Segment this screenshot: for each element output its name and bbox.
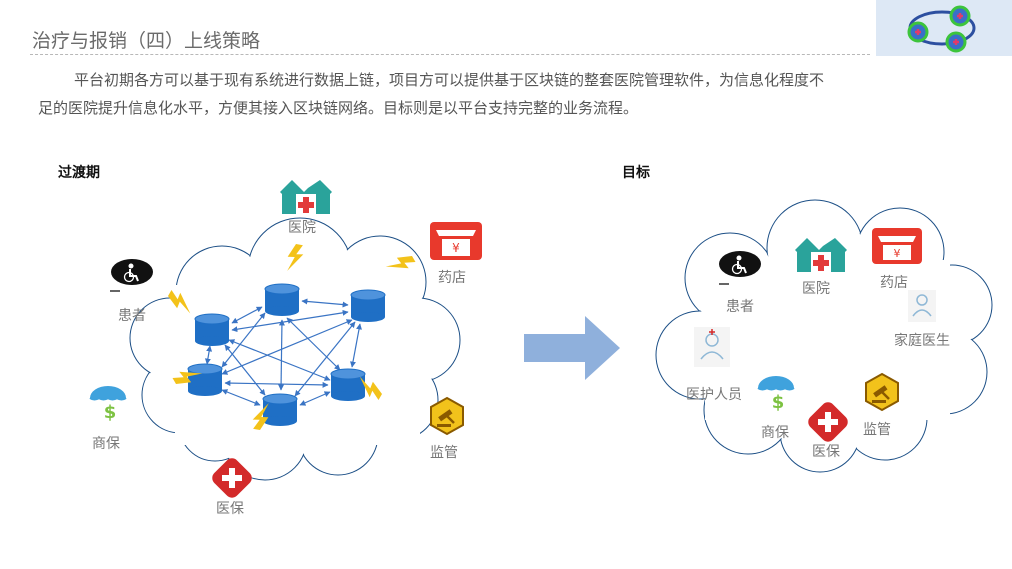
target-commercial-insurance-label: 商保 bbox=[761, 425, 789, 441]
target-hospital-label: 医院 bbox=[802, 281, 830, 297]
hospital-icon bbox=[280, 180, 332, 214]
transition-medical-insurance-label: 医保 bbox=[216, 501, 244, 517]
target-regulator-label: 监管 bbox=[863, 422, 891, 438]
medical-cross-icon bbox=[808, 402, 848, 442]
corner-network-graphic bbox=[876, 0, 1012, 56]
target-patient-label: 患者 bbox=[726, 299, 754, 315]
target-medical-staff-label: 医护人员 bbox=[686, 387, 742, 403]
target-heading: 目标 bbox=[622, 165, 650, 181]
intro-paragraph: 平台初期各方可以基于现有系统进行数据上链，项目方可以提供基于区块链的整套医院管理… bbox=[38, 66, 989, 122]
patient-wheelchair-icon bbox=[111, 259, 153, 285]
target-medical-insurance-label: 医保 bbox=[812, 444, 840, 460]
transition-regulator-label: 监管 bbox=[430, 445, 458, 461]
target-pharmacy-label: 药店 bbox=[880, 275, 908, 291]
medical-cross-icon bbox=[212, 458, 252, 498]
node-links bbox=[204, 298, 362, 406]
svg-text:¥: ¥ bbox=[894, 247, 901, 260]
transition-hospital-label: 医院 bbox=[288, 220, 316, 236]
svg-text:$: $ bbox=[104, 402, 117, 423]
title-divider bbox=[30, 54, 870, 55]
doctor-icon bbox=[908, 290, 936, 322]
intro-line-1: 平台初期各方可以基于现有系统进行数据上链，项目方可以提供基于区块链的整套医院管理… bbox=[74, 71, 825, 89]
gavel-icon bbox=[865, 372, 899, 412]
umbrella-dollar-icon: $ bbox=[757, 376, 795, 413]
intro-line-2: 足的医院提升信息化水平，方便其接入区块链网络。目标则是以平台支持完整的业务流程。 bbox=[38, 99, 639, 117]
hospital-icon bbox=[795, 238, 847, 272]
right-arrow-icon bbox=[524, 316, 620, 380]
pharmacy-icon: ¥ bbox=[872, 228, 922, 264]
doctor-icon bbox=[694, 327, 730, 367]
target-family-doctor-label: 家庭医生 bbox=[894, 332, 950, 349]
transition-heading: 过渡期 bbox=[58, 165, 100, 181]
patient-wheelchair-icon bbox=[719, 251, 761, 277]
transition-patient-label: 患者 bbox=[118, 308, 146, 324]
svg-text:¥: ¥ bbox=[452, 241, 460, 255]
transition-commercial-insurance-label: 商保 bbox=[92, 436, 120, 452]
page-title: 治疗与报销（四）上线策略 bbox=[32, 30, 261, 52]
svg-text:$: $ bbox=[772, 392, 785, 413]
pharmacy-icon: ¥ bbox=[430, 222, 482, 260]
gavel-icon bbox=[430, 396, 464, 436]
transition-pharmacy-label: 药店 bbox=[438, 270, 466, 286]
umbrella-dollar-icon: $ bbox=[89, 386, 127, 423]
